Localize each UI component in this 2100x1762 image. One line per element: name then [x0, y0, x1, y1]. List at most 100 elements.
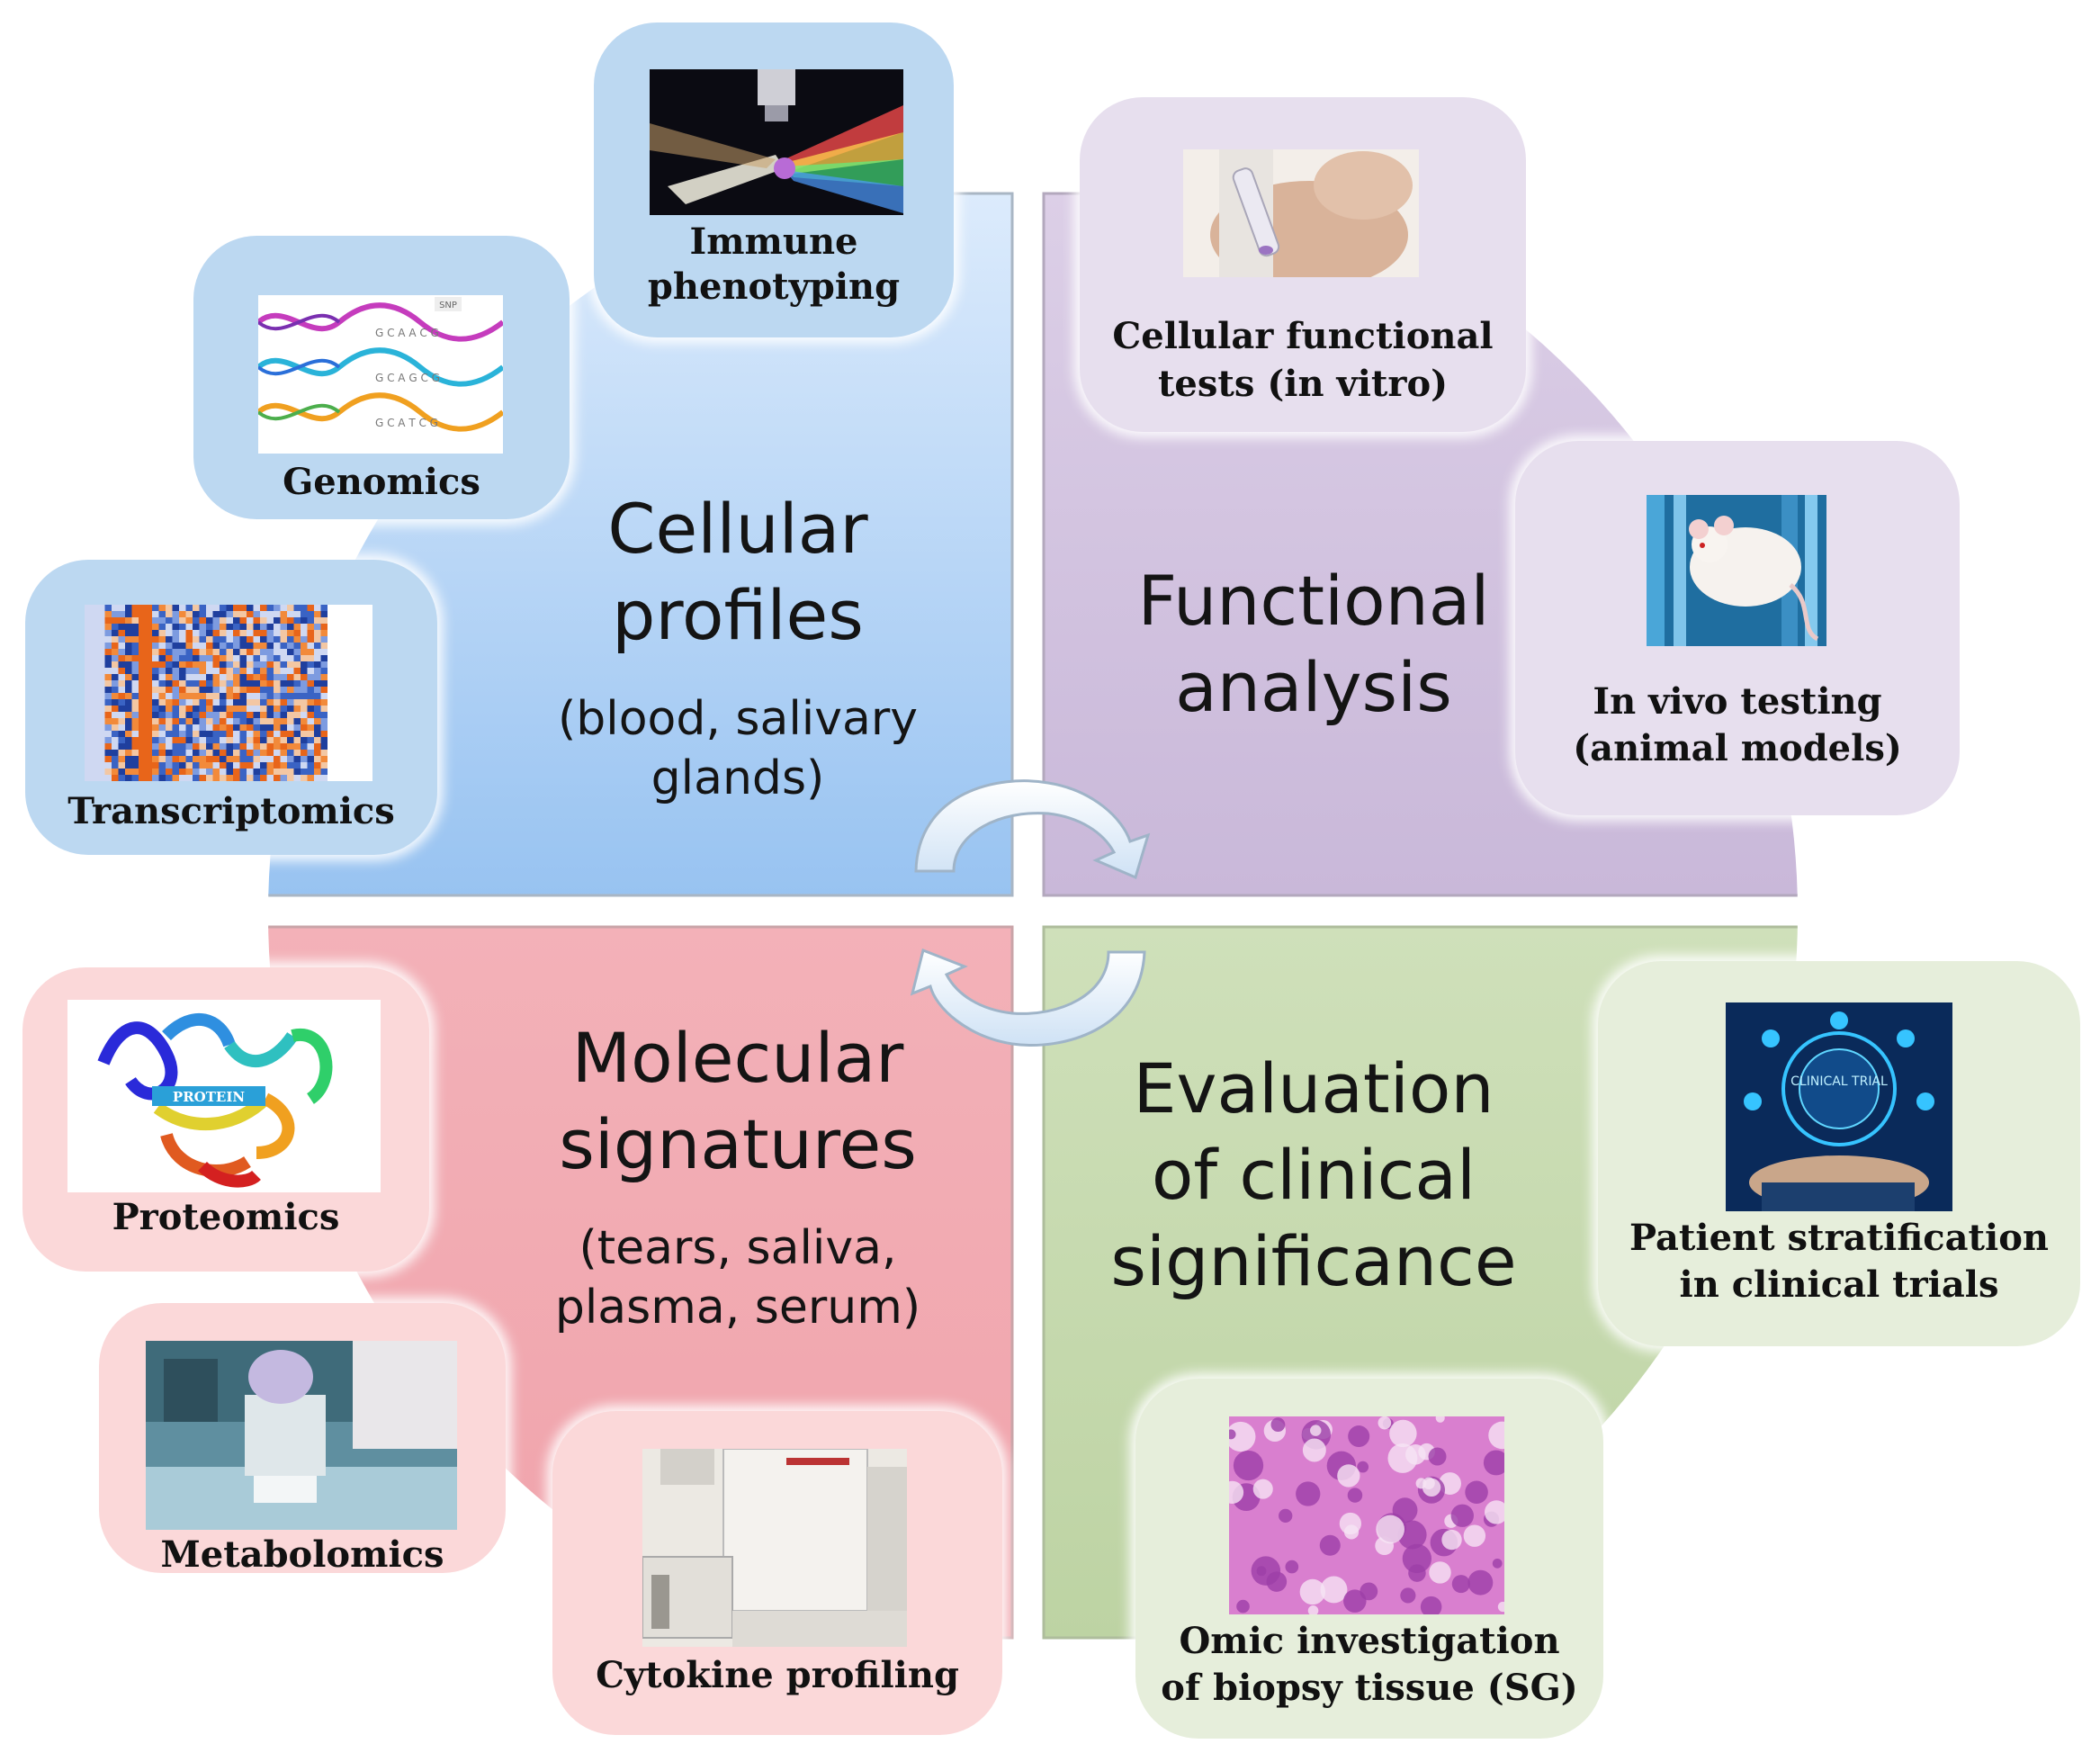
heatmap-cell [274, 750, 281, 756]
heatmap-cell [139, 693, 146, 699]
heatmap-cell [307, 775, 314, 781]
heatmap-cell [293, 712, 301, 718]
heatmap-cell [131, 617, 139, 624]
heatmap-cell [274, 649, 281, 655]
heatmap-cell [199, 680, 206, 687]
heatmap-cell [139, 699, 146, 706]
heatmap-cell [125, 655, 132, 661]
heatmap-cell [260, 762, 267, 769]
heatmap-cell [145, 775, 152, 781]
heatmap-cell [287, 668, 294, 674]
heatmap-cell [260, 611, 267, 617]
heatmap-cell [314, 655, 321, 661]
heatmap-cell [247, 731, 254, 737]
heatmap-cell [172, 624, 179, 630]
heatmap-cell [158, 611, 166, 617]
heatmap-cell [145, 743, 152, 750]
heatmap-cell [118, 655, 125, 661]
heatmap-cell [185, 630, 193, 636]
heatmap-cell [274, 643, 281, 649]
heatmap-cell [179, 750, 186, 756]
heatmap-cell [199, 712, 206, 718]
heatmap-cell [104, 693, 112, 699]
heatmap-cell [172, 661, 179, 668]
heatmap-cell [131, 636, 139, 643]
heatmap-cell [233, 762, 240, 769]
heatmap-cell [85, 617, 92, 624]
heatmap-cell [233, 655, 240, 661]
heatmap-cell [314, 718, 321, 724]
heatmap-cell [239, 617, 247, 624]
heatmap-cell [104, 661, 112, 668]
tissue-cell [1279, 1508, 1293, 1524]
heatmap-cell [206, 649, 213, 655]
heatmap-cell [125, 699, 132, 706]
tissue-cell [1450, 1504, 1474, 1527]
heatmap-cell [274, 636, 281, 643]
heatmap-cell [98, 762, 105, 769]
heatmap-cell [253, 624, 260, 630]
heatmap-cell [314, 636, 321, 643]
heatmap-cell [274, 611, 281, 617]
heatmap-cell [226, 687, 233, 693]
heatmap-cell [104, 605, 112, 611]
tissue-cell [1378, 1416, 1392, 1430]
heatmap-cell [131, 762, 139, 769]
heatmap-cell [287, 750, 294, 756]
heatmap-cell [152, 750, 159, 756]
heatmap-cell [293, 706, 301, 712]
heatmap-cell [253, 762, 260, 769]
heatmap-cell [320, 731, 328, 737]
heatmap-cell [266, 762, 274, 769]
tissue-cell [1451, 1575, 1470, 1594]
heatmap-cell [206, 756, 213, 762]
heatmap-cell [266, 674, 274, 680]
heatmap-cell [287, 636, 294, 643]
heatmap-cell [247, 680, 254, 687]
heatmap-cell [104, 731, 112, 737]
heatmap-cell [172, 674, 179, 680]
heatmap-cell [166, 750, 173, 756]
heatmap-cell [266, 680, 274, 687]
heatmap-cell [125, 617, 132, 624]
heatmap-cell [239, 731, 247, 737]
heatmap-cell [320, 693, 328, 699]
heatmap-cell [152, 775, 159, 781]
heatmap-cell [158, 630, 166, 636]
heatmap-cell [220, 655, 227, 661]
heatmap-cell [253, 668, 260, 674]
heatmap-cell [166, 718, 173, 724]
heatmap-cell [158, 706, 166, 712]
heatmap-cell [193, 724, 200, 731]
heatmap-cell [220, 724, 227, 731]
heatmap-cell [239, 649, 247, 655]
heatmap-cell [226, 731, 233, 737]
tissue-cell [1299, 1578, 1326, 1605]
heatmap-cell [125, 624, 132, 630]
heatmap-cell [253, 617, 260, 624]
heatmap-cell [112, 674, 119, 680]
heatmap-cell [85, 680, 92, 687]
heatmap-cell [179, 605, 186, 611]
heatmap-cell [212, 750, 220, 756]
heatmap-cell [145, 731, 152, 737]
heatmap-cell [320, 630, 328, 636]
heatmap-cell [206, 674, 213, 680]
heatmap-cell [247, 769, 254, 775]
heatmap-cell [145, 605, 152, 611]
heatmap-cell [301, 624, 308, 630]
heatmap-cell [185, 649, 193, 655]
heatmap-cell [158, 687, 166, 693]
cytokine-caption: Cytokine profiling [596, 1654, 959, 1696]
heatmap-cell [185, 775, 193, 781]
heatmap-cell [185, 680, 193, 687]
heatmap-cell [172, 643, 179, 649]
heatmap-cell [314, 680, 321, 687]
heatmap-cell [193, 750, 200, 756]
evaluation-title-line3: significance [1110, 1221, 1517, 1301]
heatmap-cell [185, 605, 193, 611]
heatmap-cell [91, 624, 98, 630]
heatmap-cell [139, 712, 146, 718]
heatmap-cell [104, 712, 112, 718]
heatmap-cell [112, 636, 119, 643]
